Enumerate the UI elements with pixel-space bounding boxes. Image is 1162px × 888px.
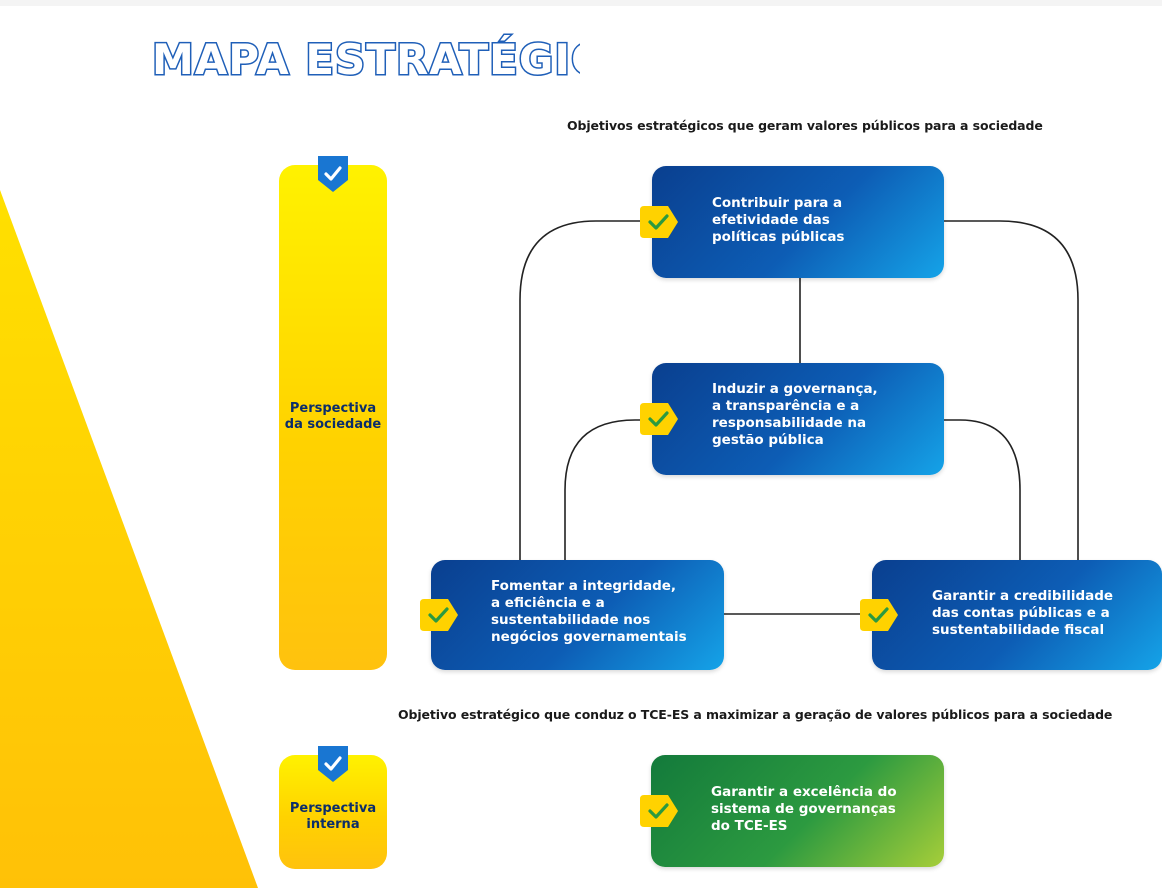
check-tag-icon [860, 599, 898, 631]
objective-box-integridade: Fomentar a integridade, a eficiência e a… [431, 560, 724, 670]
society-section-heading: Objetivos estratégicos que geram valores… [567, 118, 1043, 133]
perspective-internal-label: Perspectiva interna [289, 801, 377, 832]
objective-text: Contribuir para a efetividade das políti… [712, 195, 845, 245]
check-tag-icon [420, 599, 458, 631]
perspective-society-panel: Perspectiva da sociedade [279, 165, 387, 670]
perspective-internal-panel: Perspectiva interna [279, 755, 387, 869]
page-title: MAPA ESTRATÉGICO [151, 33, 581, 86]
page-title-text: MAPA ESTRATÉGICO [152, 34, 580, 84]
objective-text: Fomentar a integridade, a eficiência e a… [491, 578, 687, 645]
objective-box-governanca: Induzir a governança, a transparência e … [652, 363, 944, 475]
check-tag-icon [640, 795, 678, 827]
perspective-society-label: Perspectiva da sociedade [284, 401, 382, 432]
check-tag-icon [640, 403, 678, 435]
objective-box-excelencia: Garantir a excelência do sistema de gove… [651, 755, 944, 867]
objective-text: Garantir a excelência do sistema de gove… [711, 784, 897, 834]
internal-section-heading: Objetivo estratégico que conduz o TCE-ES… [398, 707, 1113, 722]
shield-check-icon [318, 746, 348, 782]
objective-text: Induzir a governança, a transparência e … [712, 381, 878, 448]
decorative-triangle [0, 190, 258, 888]
objective-box-efetividade: Contribuir para a efetividade das políti… [652, 166, 944, 278]
top-divider [0, 0, 1162, 6]
objective-box-credibilidade: Garantir a credibilidade das contas públ… [872, 560, 1162, 670]
shield-check-icon [318, 156, 348, 192]
check-tag-icon [640, 206, 678, 238]
objective-text: Garantir a credibilidade das contas públ… [932, 588, 1114, 638]
